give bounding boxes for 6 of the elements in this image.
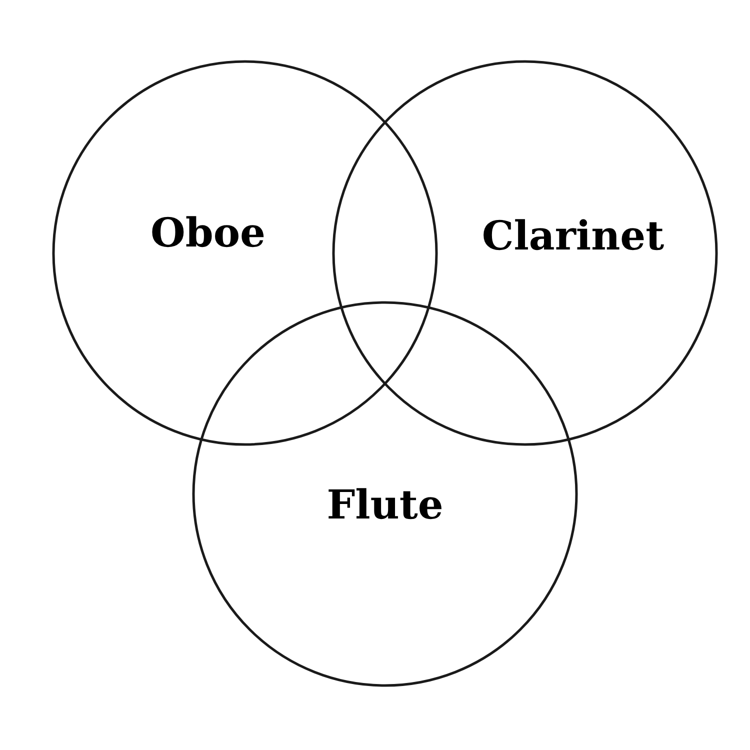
venn-circle [52, 60, 438, 446]
circle-label: Clarinet [482, 212, 664, 260]
venn-circle [332, 60, 718, 446]
circle-label: Flute [326, 482, 444, 528]
venn-circle [192, 301, 578, 687]
circle-label: Oboe [150, 210, 266, 256]
